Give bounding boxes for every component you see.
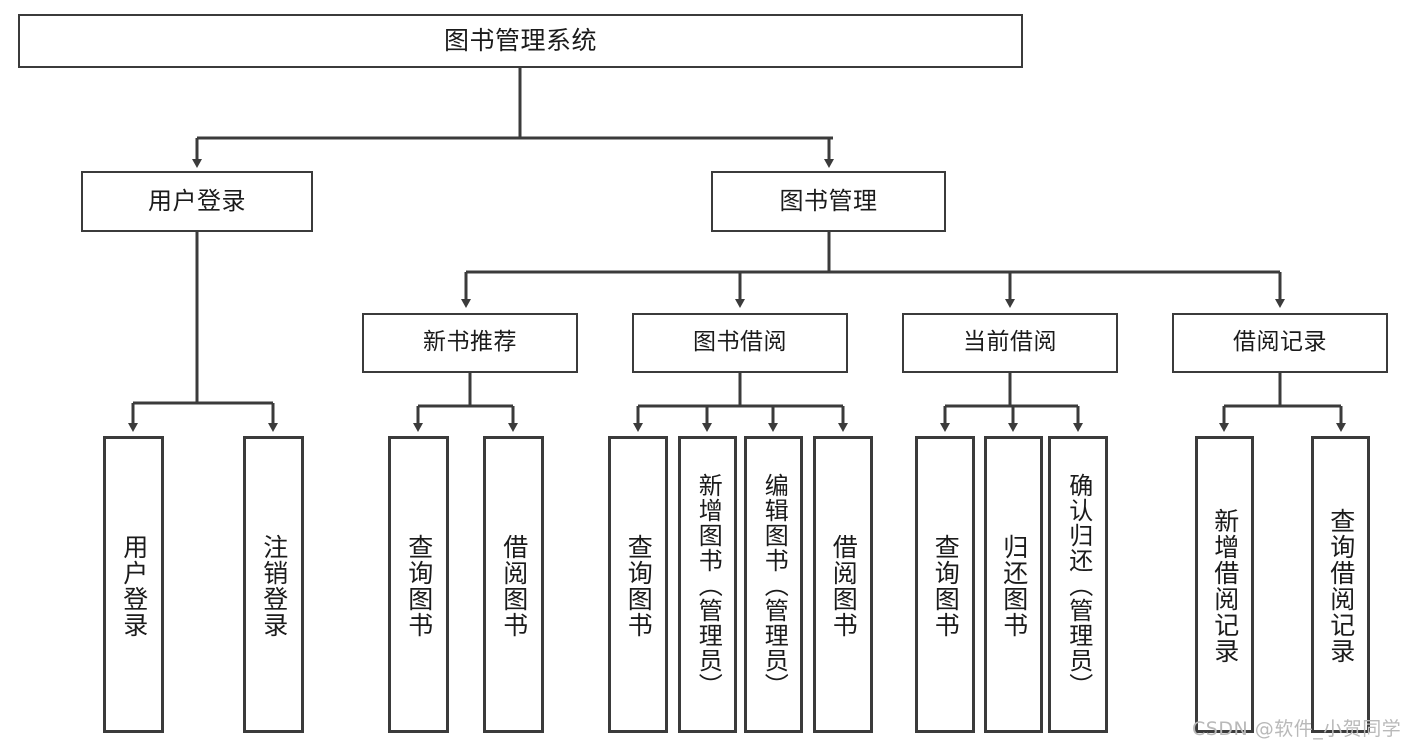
node-book-borrow[interactable]: 图书借阅: [632, 313, 848, 373]
node-label: 图书借阅: [693, 329, 787, 356]
node-label: 用户登录: [119, 533, 149, 638]
node-label: 图书管理: [779, 187, 878, 216]
node-book-management[interactable]: 图书管理: [711, 171, 946, 232]
node-borrow-record[interactable]: 借阅记录: [1172, 313, 1388, 373]
leaf-borrow-book-recommend[interactable]: 借阅图书: [483, 436, 544, 733]
leaf-add-book-admin[interactable]: 新增图书（管理员）: [678, 436, 737, 733]
leaf-add-borrow-record[interactable]: 新增借阅记录: [1195, 436, 1254, 733]
node-label: 编辑图书（管理员）: [760, 473, 789, 698]
leaf-query-book-current[interactable]: 查询图书: [915, 436, 975, 733]
leaf-user-login[interactable]: 用户登录: [103, 436, 164, 733]
node-label: 借阅图书: [499, 533, 529, 638]
leaf-query-borrow-record[interactable]: 查询借阅记录: [1311, 436, 1370, 733]
node-label: 查询图书: [931, 533, 961, 638]
leaf-query-book[interactable]: 查询图书: [608, 436, 668, 733]
node-label: 图书管理系统: [443, 26, 597, 56]
leaf-user-logout[interactable]: 注销登录: [243, 436, 304, 733]
node-label: 用户登录: [148, 187, 246, 216]
node-label: 新书推荐: [423, 329, 517, 356]
node-label: 借阅记录: [1233, 329, 1327, 356]
csdn-watermark: CSDN @软件_小贺同学: [1192, 718, 1402, 740]
node-new-book-recommend[interactable]: 新书推荐: [362, 313, 578, 373]
node-user-login[interactable]: 用户登录: [81, 171, 313, 232]
node-label: 确认归还（管理员）: [1064, 473, 1093, 698]
leaf-query-book-recommend[interactable]: 查询图书: [388, 436, 449, 733]
node-label: 归还图书: [999, 533, 1029, 638]
node-label: 查询图书: [624, 533, 654, 638]
node-label: 查询图书: [404, 533, 434, 638]
node-label: 新增借阅记录: [1210, 507, 1240, 664]
leaf-borrow-book[interactable]: 借阅图书: [813, 436, 873, 733]
leaf-confirm-return-admin[interactable]: 确认归还（管理员）: [1048, 436, 1108, 733]
node-current-borrow[interactable]: 当前借阅: [902, 313, 1118, 373]
leaf-edit-book-admin[interactable]: 编辑图书（管理员）: [744, 436, 803, 733]
node-label: 查询借阅记录: [1326, 507, 1356, 664]
leaf-return-book[interactable]: 归还图书: [984, 436, 1043, 733]
node-root-system[interactable]: 图书管理系统: [18, 14, 1023, 68]
node-label: 当前借阅: [963, 329, 1057, 356]
node-label: 借阅图书: [829, 533, 859, 638]
node-label: 新增图书（管理员）: [694, 473, 723, 698]
node-label: 注销登录: [259, 533, 289, 638]
